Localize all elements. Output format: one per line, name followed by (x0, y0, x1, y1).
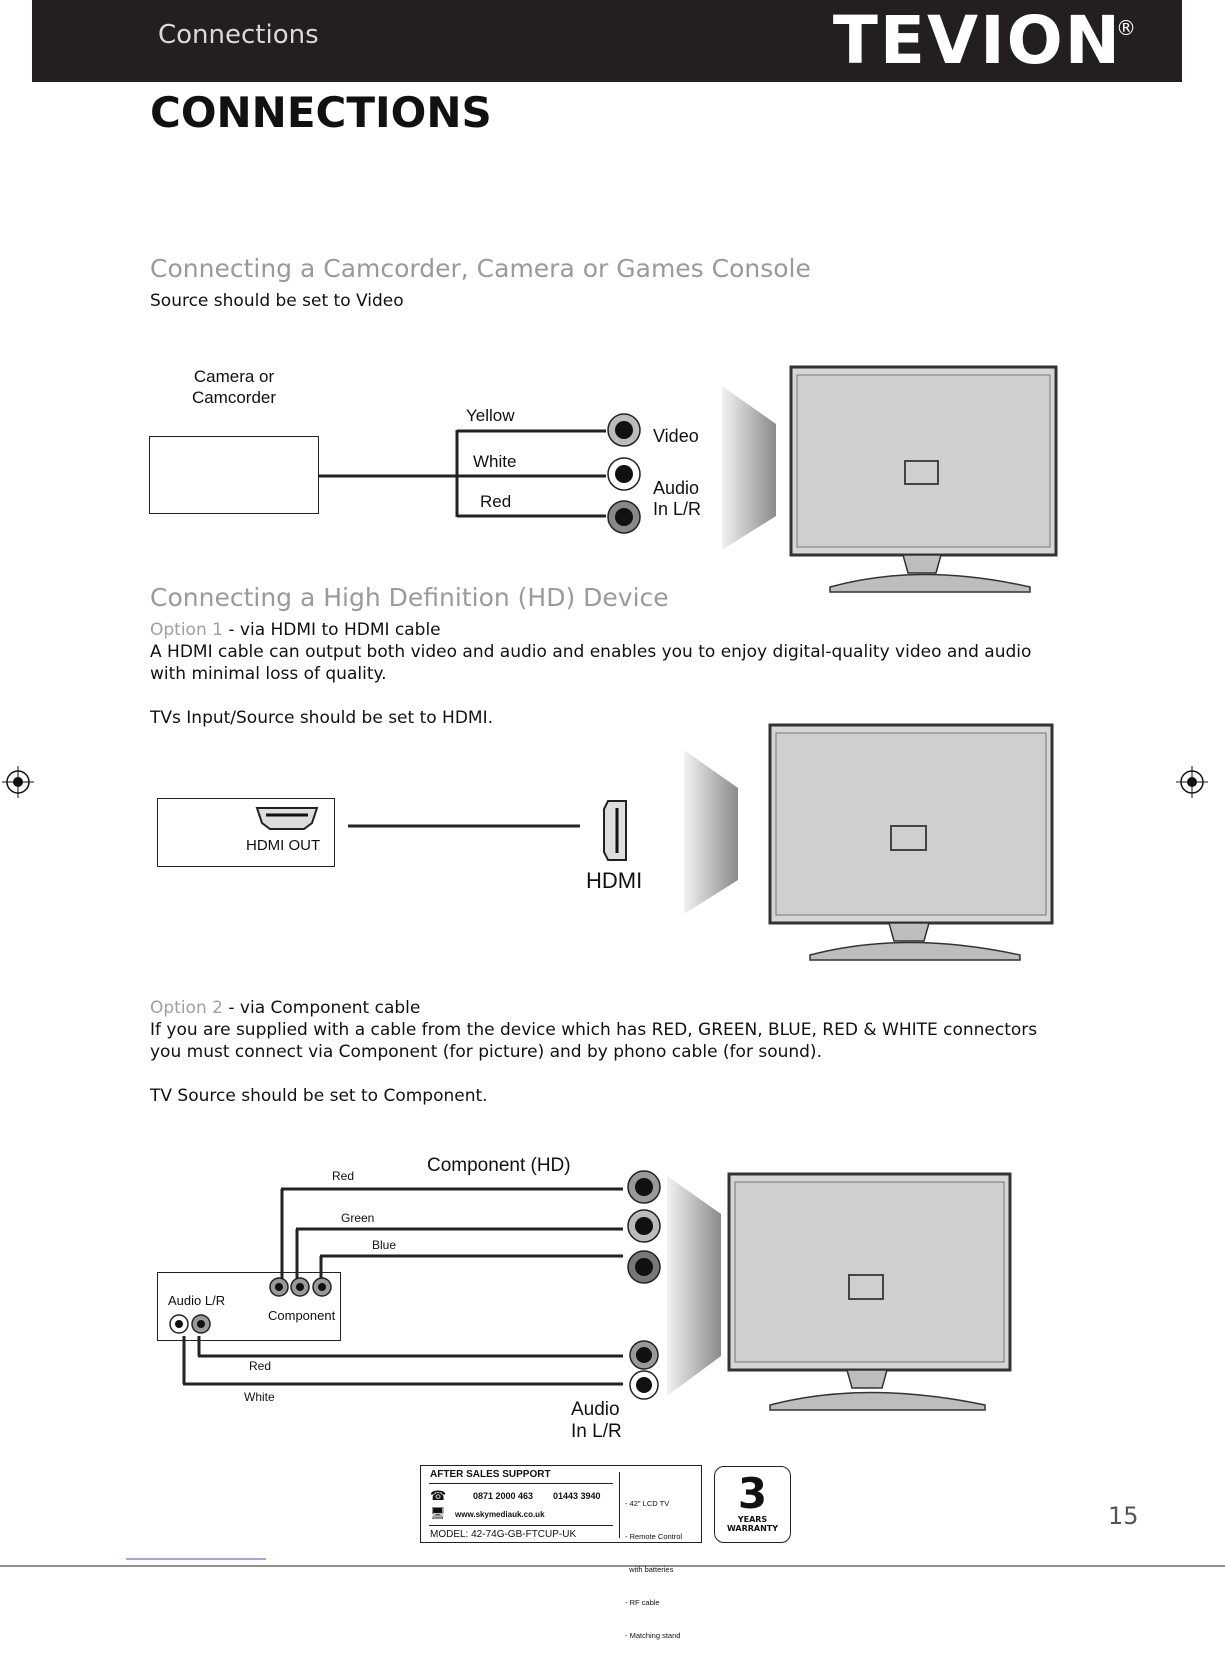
registration-marks (0, 766, 1225, 1567)
component-device-box (157, 1272, 341, 1341)
device-label-line2: Camcorder (191, 388, 277, 407)
audio-lr-label: Audio L/R (168, 1293, 226, 1308)
option2-description: If you are supplied with a cable from th… (150, 1020, 1038, 1062)
audio-cable-white: White (244, 1390, 275, 1404)
cable-label-white: White (473, 452, 517, 471)
audio-port-label-line2: In L/R (571, 1421, 622, 1442)
component-cable-green: Green (341, 1211, 375, 1225)
warranty-years-number: 3 (737, 1469, 768, 1518)
tv-rear-illustration-1 (722, 365, 1058, 593)
header-label: Connections (158, 20, 319, 50)
phone-number-1: 0871 2000 463 (473, 1491, 534, 1501)
registration-mark-left-icon (2, 766, 34, 798)
section1-title: Connecting a Camcorder, Camera or Games … (150, 254, 811, 283)
support-website: www.skymediauk.co.uk (455, 1510, 545, 1519)
phone-icon: ☎ (430, 1488, 447, 1503)
audio-cable-red: Red (249, 1359, 272, 1373)
registered-mark: ® (1116, 16, 1136, 40)
port-audio-label-line2: In L/R (653, 499, 702, 519)
page-title: CONNECTIONS (150, 88, 492, 137)
audio-port-label-line1: Audio (571, 1399, 620, 1420)
component-cables (169, 1170, 661, 1400)
option1-label: Option 1 (150, 620, 223, 640)
device-label-line1: Camera or (193, 367, 275, 386)
hdmi-label: HDMI (586, 868, 643, 893)
warranty-badge: 3 YEARS WARRANTY (714, 1466, 791, 1543)
warranty-line1: YEARS (737, 1515, 768, 1524)
cable-label-red: Red (480, 492, 512, 511)
camcorder-box (149, 436, 319, 514)
camcorder-cables (319, 413, 641, 534)
page-header: Connections TEVION ® (32, 0, 1182, 82)
port-video-label: Video (653, 426, 699, 446)
registration-mark-right-icon (1176, 766, 1208, 798)
phone-number-2: 01443 3940 (553, 1491, 601, 1501)
component-cable-blue: Blue (372, 1238, 397, 1252)
warranty-line2: WARRANTY (726, 1524, 779, 1533)
component-hd-label: Component (HD) (427, 1155, 571, 1176)
tv-rear-illustration-2 (684, 723, 1054, 961)
option2-label: Option 2 (150, 998, 223, 1018)
tv-rear-illustration-3 (667, 1172, 1012, 1411)
model-number: MODEL: 42-74G-GB-FTCUP-UK (430, 1529, 577, 1540)
brand-logo: TEVION (832, 2, 1122, 79)
option1-description: A HDMI cable can output both video and a… (150, 642, 1032, 684)
component-cable-red: Red (332, 1169, 355, 1183)
hdmi-out-label: HDMI OUT (246, 837, 321, 854)
option2-text: - via Component cable (222, 998, 421, 1018)
option1-source-note: TVs Input/Source should be set to HDMI. (150, 708, 494, 728)
support-title: AFTER SALES SUPPORT (430, 1469, 551, 1480)
hdmi-cable (255, 800, 627, 861)
computer-icon: 🖥 (430, 1506, 446, 1520)
section2-title: Connecting a High Definition (HD) Device (150, 583, 669, 612)
option2-source-note: TV Source should be set to Component. (150, 1086, 488, 1106)
component-label: Component (268, 1308, 336, 1323)
section1-subtitle: Source should be set to Video (150, 291, 404, 311)
hd-device-box (157, 798, 335, 867)
option1-text: - via HDMI to HDMI cable (222, 620, 441, 640)
port-audio-label-line1: Audio (653, 478, 700, 498)
cable-label-yellow: Yellow (466, 406, 515, 425)
page-number: 15 (1108, 1502, 1139, 1530)
